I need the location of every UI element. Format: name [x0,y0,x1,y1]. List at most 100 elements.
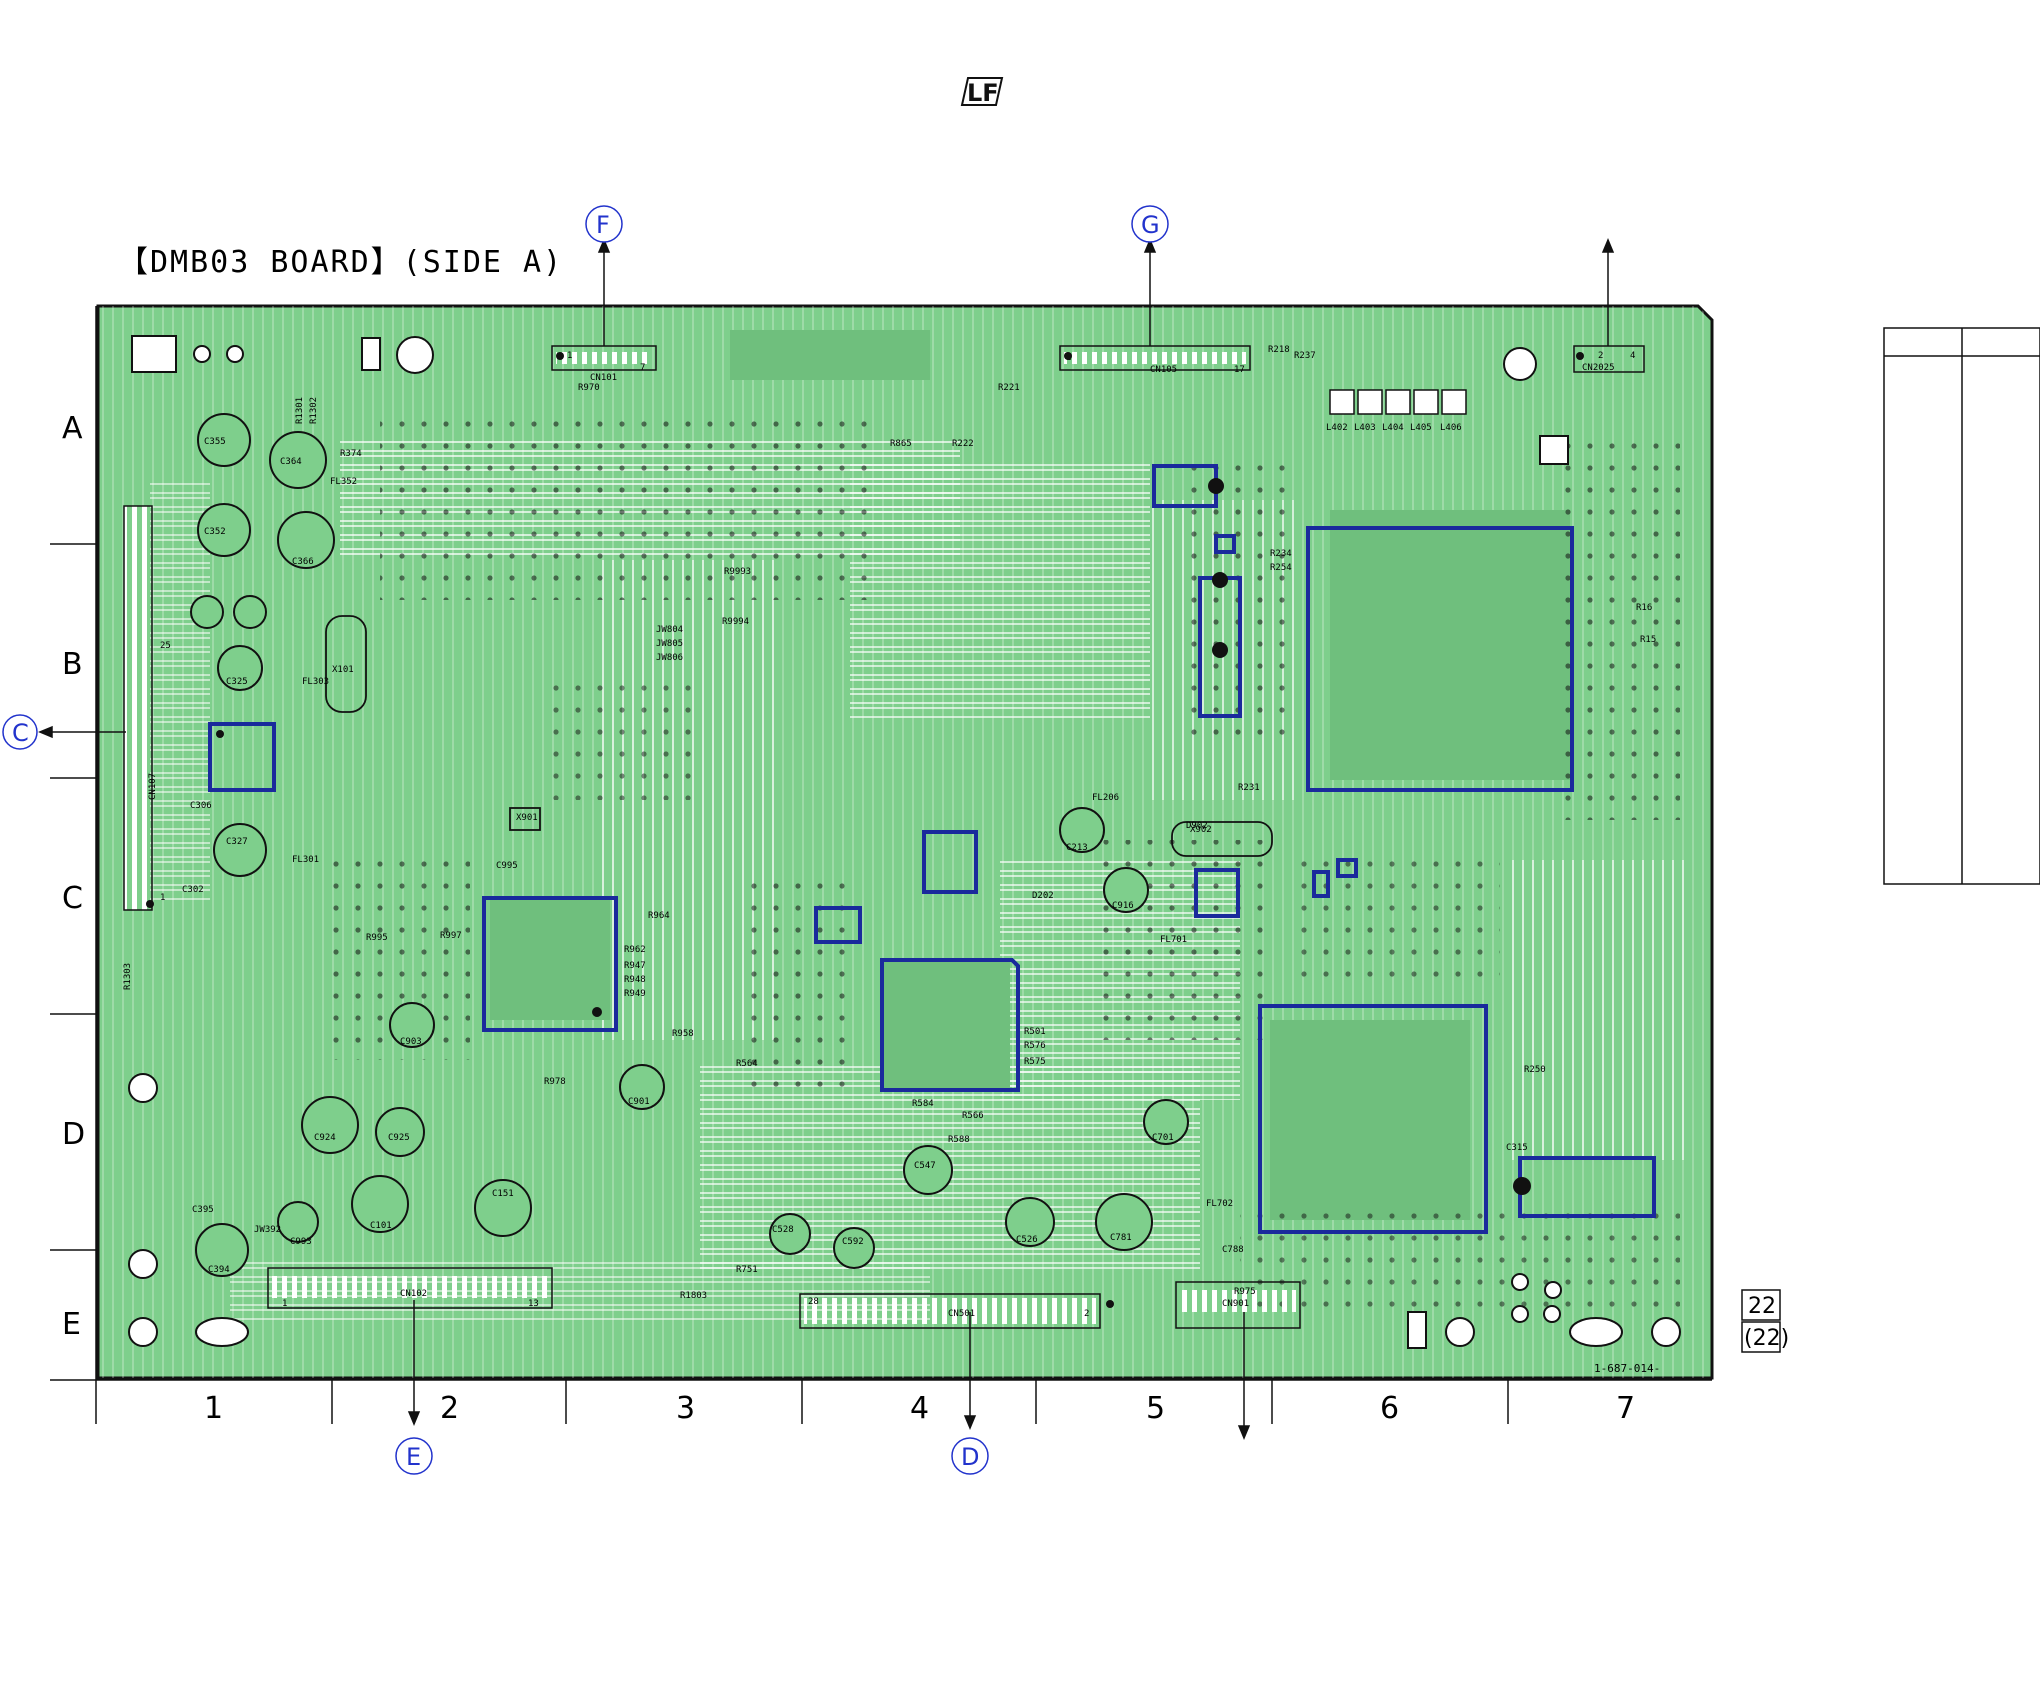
ref-marker-g [1131,205,1169,243]
logo-text: LF [967,79,999,107]
page-number: 22 (22) [1741,1289,1789,1353]
r948-label: R948 [624,975,646,985]
fl206-label: FL206 [1092,793,1119,803]
r231-label: R231 [1238,783,1260,793]
cn2025-pin-a: 2 [1598,351,1603,361]
ref-marker-c [2,714,38,750]
c306-label: C306 [190,801,212,811]
grid-lines [50,306,1712,1424]
cn901-connector [1175,1281,1301,1329]
l404-label: L404 [1382,423,1404,433]
r9994-label: R9994 [722,617,749,627]
jw804-label: JW804 [656,625,683,635]
r947-label: R947 [624,961,646,971]
capacitors [190,413,1189,1277]
r234-label: R234 [1270,549,1292,559]
c993-label: C993 [290,1237,312,1247]
r1803-label: R1803 [680,1291,707,1301]
column-label-3: 3 [676,1391,695,1426]
ref-marker-f [585,205,623,243]
r250-label: R250 [1524,1065,1546,1075]
cn107-pin-a: 1 [160,893,165,903]
r254-label: R254 [1270,563,1292,573]
c394-label: C394 [208,1265,230,1275]
cn501-pin-start: 28 [808,1297,819,1307]
fl352-label: FL352 [330,477,357,487]
r588-label: R588 [948,1135,970,1145]
c355-label: C355 [204,437,226,447]
r751-label: R751 [736,1265,758,1275]
c528-label: C528 [772,1225,794,1235]
column-label-5: 5 [1146,1391,1165,1426]
crystals [325,615,1273,857]
c924-label: C924 [314,1133,336,1143]
cn107-pin-b: 25 [160,641,171,651]
cn901-label: CN901 [1222,1299,1249,1309]
r958-label: R958 [672,1029,694,1039]
cn501-label: CN501 [948,1309,975,1319]
d202-label: D202 [1032,891,1054,901]
cn102-pin-start: 1 [282,1299,287,1309]
row-label-d: D [62,1117,85,1152]
resistor-labels: R218 R237 R221 R222 R865 R9993 R9994 R97… [123,345,1656,1301]
c395-label: C395 [192,1205,214,1215]
r997-label: R997 [440,931,462,941]
cn105-label: CN105 [1150,365,1177,375]
r575-label: R575 [1024,1057,1046,1067]
cn101-pin-start: 1 [567,351,572,361]
r865-label: R865 [890,439,912,449]
row-label-e: E [62,1307,81,1342]
reference-markers: F G C E D [2,205,1169,1475]
r995-label: R995 [366,933,388,943]
c302-label: C302 [182,885,204,895]
d902-label: D902 [1186,821,1208,831]
x101-label: X101 [332,665,354,675]
reference-arrows [38,238,1615,1440]
column-label-1: 1 [204,1391,223,1426]
pcb-board: CN107 1 25 [96,304,1714,1380]
r222-label: R222 [952,439,974,449]
board-title: 【DMB03 BOARD】(SIDE A) [118,245,563,280]
bottom-connectors: CN102 1 13 CN501 28 2 CN901 [267,1267,1301,1329]
r218-label: R218 [1268,345,1290,355]
fl301-label: FL301 [292,855,319,865]
jw806-label: JW806 [656,653,683,663]
c592-label: C592 [842,1237,864,1247]
c547-label: C547 [914,1161,936,1171]
cn105-pin-end: 17 [1234,365,1245,375]
l406-label: L406 [1440,423,1462,433]
cn107-connector [123,505,153,911]
l402-label: L402 [1326,423,1348,433]
c925-label: C925 [388,1133,410,1143]
c101-label: C101 [370,1221,392,1231]
top-connectors: CN101 1 7 CN105 1 17 CN2025 2 4 L402 L40… [551,345,1645,433]
capacitor-labels: C355 C364 C352 C366 C325 C327 C306 C302 … [182,437,1528,1275]
fl701-label: FL701 [1160,935,1187,945]
ref-marker-e [395,1437,433,1475]
r374-label: R374 [340,449,362,459]
ref-marker-g-text: G [1141,211,1160,239]
page-number-main: 22 [1748,1294,1776,1319]
column-label-6: 6 [1380,1391,1399,1426]
column-label-2: 2 [440,1391,459,1426]
l405-label: L405 [1410,423,1432,433]
cn102-pin-end: 13 [528,1299,539,1309]
ref-marker-c-text: C [12,719,29,747]
r970-label: R970 [578,383,600,393]
r978-label: R978 [544,1077,566,1087]
r949-label: R949 [624,989,646,999]
r962-label: R962 [624,945,646,955]
c995-label: C995 [496,861,518,871]
c364-label: C364 [280,457,302,467]
cn102-label: CN102 [400,1289,427,1299]
r501-label: R501 [1024,1027,1046,1037]
x901-label: X901 [516,813,538,823]
cn102-connector [267,1267,553,1309]
row-labels: A B C D E [62,411,85,1342]
c903-label: C903 [400,1037,422,1047]
r1302-label: R1302 [309,397,319,424]
ref-marker-e-text: E [406,1443,421,1471]
r237-label: R237 [1294,351,1316,361]
cn105-connector [1059,345,1251,371]
column-labels: 1 2 3 4 5 6 7 [204,1391,1635,1426]
